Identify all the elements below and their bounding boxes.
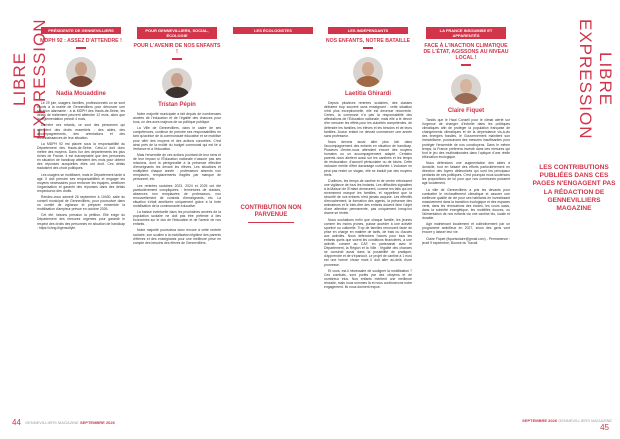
avatar-body: [165, 87, 189, 98]
author-name: Laetitia Ghirardi: [344, 91, 391, 97]
tribune-body: Le 29 juin, usagers, familles, professio…: [37, 101, 125, 230]
paragraph: Cet été, faisons pression la pétition. E…: [37, 213, 125, 230]
avatar-head: [75, 62, 87, 76]
tribune-title: MDPH 92 : ASSEZ D'ATTENDRE !: [40, 38, 122, 44]
page-number-right: 45: [600, 423, 609, 432]
paragraph: La baisse eventuelle dans les prochaines…: [133, 210, 221, 227]
tribune-title: FACE À L'INACTION CLIMATIQUE DE L'ÉTAT, …: [423, 43, 509, 61]
side-title-right: LIBRE EXPRESSION: [576, 18, 615, 140]
note-rule: [248, 222, 294, 223]
avatar-head: [460, 79, 472, 93]
avatar-head: [362, 62, 374, 76]
paragraph: La Ville de Gennevilliers, dans le cadre…: [133, 126, 221, 151]
group-tag: LES INDÉPENDANTS: [328, 27, 408, 34]
paragraph: Les rentrées scolaires 2023, 2024 et 202…: [133, 183, 221, 208]
paragraph: La ville de Gennevilliers a pris les dev…: [422, 187, 510, 221]
tribune-column-1: PRÉSIDENTE DE GENNEVILLIERS MDPH 92 : AS…: [37, 27, 125, 232]
tribune-title: POUR L'AVENIR DE NOS ENFANTS !: [133, 43, 221, 55]
tribune-column-3: LES ÉCOLOGISTES: [229, 27, 317, 34]
tribune-body: Notre majorité municipale a fait depuis …: [133, 112, 221, 245]
paragraph: Rendez-vous samedi 26 septembre à 10h30,…: [37, 194, 125, 212]
avatar-body: [69, 76, 93, 87]
magazine-name-left: GENNEVILLIERS MAGAZINE: [25, 420, 79, 425]
paragraph: Nous devons aussi aller plus loin dans l…: [324, 139, 412, 177]
contribution-not-received: CONTRIBUTION NON PARVENUE: [236, 205, 306, 223]
magazine-name-right: GENNEVILLIERS MAGAZINE: [558, 418, 612, 423]
paragraph: Nous souhaitons enfin que chaque famille…: [324, 217, 412, 267]
side-title-left: LIBRE EXPRESSION: [10, 18, 49, 140]
author-avatar: [353, 57, 383, 87]
paragraph: Les usagers se mobilisent, mais le Dépar…: [37, 172, 125, 193]
tribune-title: NOS ENFANTS, NOTRE BATAILLE: [325, 38, 411, 44]
title-rule: [76, 47, 86, 49]
paragraph: D'ailleurs, les temps de cantine et de c…: [324, 178, 412, 216]
paragraph: Nous défendons une augmentation des aide…: [422, 160, 510, 186]
issue-month-left: SEPTEMBRE 2026: [79, 420, 115, 425]
author-name: Tristan Pépin: [158, 102, 196, 108]
group-tag: POUR GENNEVILLIERS, SOCIAL, ÉCOLOGIE: [137, 27, 217, 39]
paragraph: Et vous, est-il nécessaire de souligner …: [324, 268, 412, 290]
editorial-disclaimer: LES CONTRIBUTIONS PUBLIÉES DANS CES PAGE…: [532, 164, 616, 213]
page-number-left: 44: [12, 418, 21, 427]
paragraph: Notre majorité municipale a fait depuis …: [133, 112, 221, 125]
tribune-body: Depuis plusieurs rentrées scolaires, des…: [324, 101, 412, 289]
paragraph: Agir maintenant localement et collective…: [422, 222, 510, 235]
footer-left: 44 GENNEVILLIERS MAGAZINE SEPTEMBRE 2026: [12, 418, 115, 427]
contribution-note: CONTRIBUTION NON PARVENUE: [240, 205, 302, 218]
title-rule: [363, 47, 373, 49]
paragraph: La MDPH 92 est placée sous la responsabi…: [37, 141, 125, 171]
tribune-body: Tandis que le Haut Conseil pour le clima…: [422, 118, 510, 245]
paragraph: Derrière ces retards, ce sont des person…: [37, 123, 125, 140]
author-name: Nadia Mouaddine: [56, 91, 106, 97]
author-avatar: [66, 57, 96, 87]
paragraph: Depuis plusieurs rentrées scolaires, des…: [324, 101, 412, 138]
footer-right: SEPTEMBRE 2026 GENNEVILLIERS MAGAZINE 45: [516, 418, 612, 432]
tribune-column-5: LA FRANCE INSOUMISE ET APPARENTÉS FACE À…: [422, 27, 510, 247]
group-tag: LES ÉCOLOGISTES: [233, 27, 313, 34]
issue-month-right: SEPTEMBRE 2026: [522, 418, 558, 423]
paragraph: Le 29 juin, usagers, familles, professio…: [37, 101, 125, 122]
avatar-body: [356, 76, 380, 87]
group-tag: PRÉSIDENTE DE GENNEVILLIERS: [41, 27, 121, 34]
paragraph: Tandis que le Haut Conseil pour le clima…: [422, 118, 510, 159]
avatar-head: [171, 73, 183, 87]
paragraph: Claire Fiquet (fiquetsclaire@gmail.com) …: [422, 236, 510, 245]
author-avatar: [451, 74, 481, 104]
title-rule: [461, 64, 471, 66]
group-tag: LA FRANCE INSOUMISE ET APPARENTÉS: [426, 27, 506, 39]
author-name: Claire Fiquet: [447, 108, 485, 114]
paragraph: Mais l'ensemble de ces actions pourtant …: [133, 152, 221, 182]
title-rule: [172, 58, 182, 60]
paragraph: Notre majorité poursuivra donc encore à …: [133, 228, 221, 245]
avatar-body: [454, 93, 478, 104]
author-avatar: [162, 68, 192, 98]
tribune-column-4: LES INDÉPENDANTS NOS ENFANTS, NOTRE BATA…: [324, 27, 412, 291]
tribune-column-2: POUR GENNEVILLIERS, SOCIAL, ÉCOLOGIE POU…: [133, 27, 221, 247]
